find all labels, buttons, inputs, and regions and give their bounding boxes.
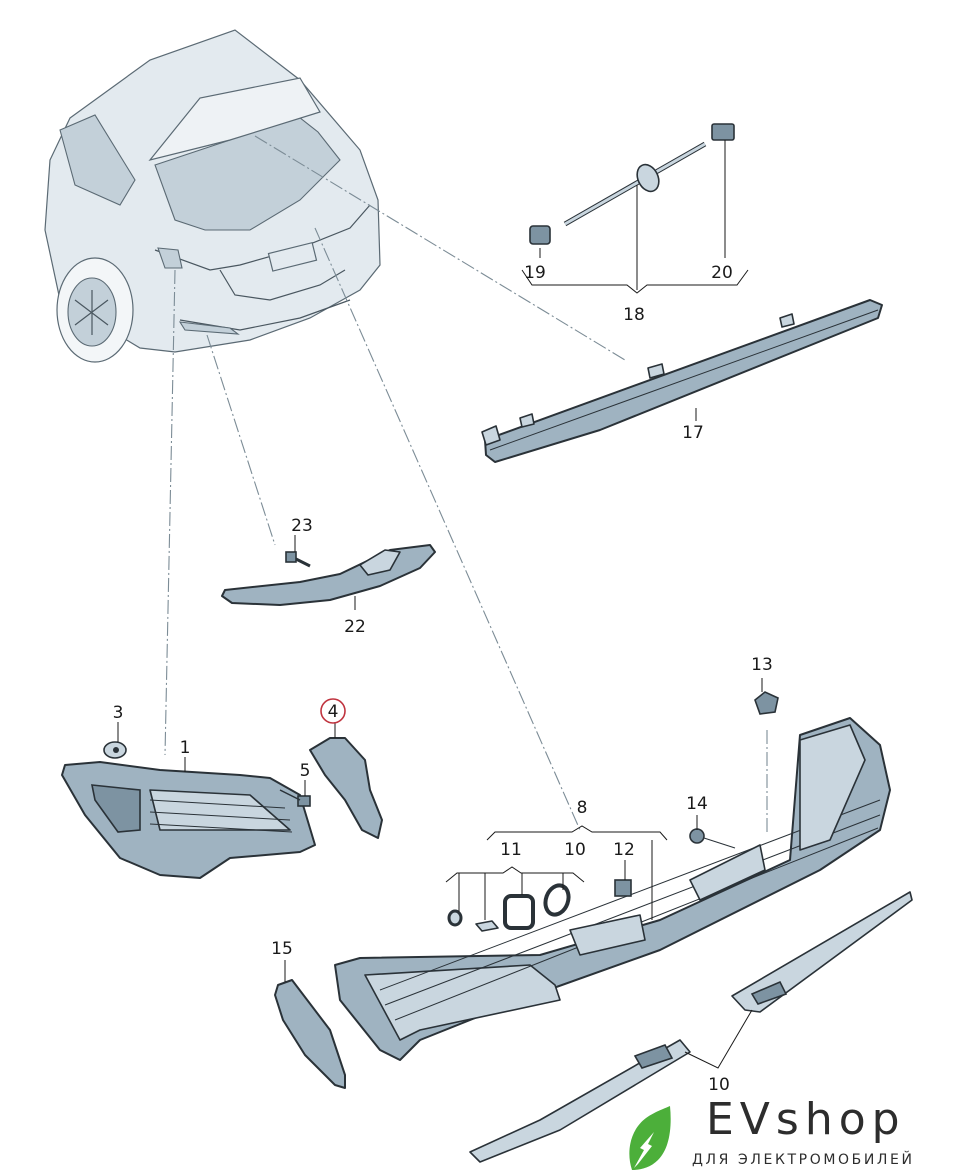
callout-19[interactable]: 19 [524, 263, 546, 283]
part-15-end-cover[interactable] [274, 979, 346, 1089]
callout-17[interactable]: 17 [682, 423, 704, 443]
part-18-wiring[interactable] [529, 123, 735, 245]
part-12-clip[interactable] [614, 879, 632, 897]
highlight-ring [320, 698, 346, 724]
callout-13[interactable]: 13 [751, 655, 773, 675]
logo-subtitle: ДЛЯ ЭЛЕКТРОМОБИЛЕЙ [692, 1152, 915, 1168]
part-14-nut[interactable] [689, 828, 736, 849]
callout-22[interactable]: 22 [344, 617, 366, 637]
part-13-expanding-nut[interactable] [754, 691, 779, 715]
callout-leaders [117, 140, 763, 1069]
callout-1[interactable]: 1 [180, 738, 191, 758]
callout-3[interactable]: 3 [113, 703, 124, 723]
callout-labels: 19 20 18 17 23 22 3 1 4 5 8 11 10 12 13 … [113, 263, 773, 1095]
part-17-brake-light[interactable] [481, 299, 883, 463]
part-3-grommet[interactable] [103, 741, 127, 759]
callout-4[interactable]: 4 [328, 702, 339, 722]
part-5-screw[interactable] [279, 789, 311, 807]
vehicle-illustration [44, 29, 381, 363]
part-4-cover[interactable] [309, 737, 383, 839]
callout-14[interactable]: 14 [686, 794, 708, 814]
callout-23[interactable]: 23 [291, 516, 313, 536]
part-8-light-bar[interactable] [334, 717, 891, 1061]
part-1-tail-light[interactable] [61, 761, 316, 879]
part-10-seal[interactable] [542, 882, 573, 918]
part-10-reflector-strip[interactable] [469, 891, 913, 1163]
callout-10-strip[interactable]: 10 [708, 1075, 730, 1095]
callout-12[interactable]: 12 [613, 840, 635, 860]
callout-15[interactable]: 15 [271, 939, 293, 959]
logo-title: EVshop [706, 1094, 906, 1145]
leaf-bolt-icon [629, 1106, 671, 1170]
part-11-seals[interactable] [447, 894, 535, 932]
callout-5[interactable]: 5 [300, 761, 311, 781]
callout-10-seal[interactable]: 10 [564, 840, 586, 860]
callout-11[interactable]: 11 [500, 840, 522, 860]
part-23-screw[interactable] [285, 551, 311, 568]
part-22-reflector[interactable] [221, 544, 436, 606]
callout-18[interactable]: 18 [623, 305, 645, 325]
callout-20[interactable]: 20 [711, 263, 733, 283]
callout-8[interactable]: 8 [577, 798, 588, 818]
leader-lines [164, 135, 768, 832]
